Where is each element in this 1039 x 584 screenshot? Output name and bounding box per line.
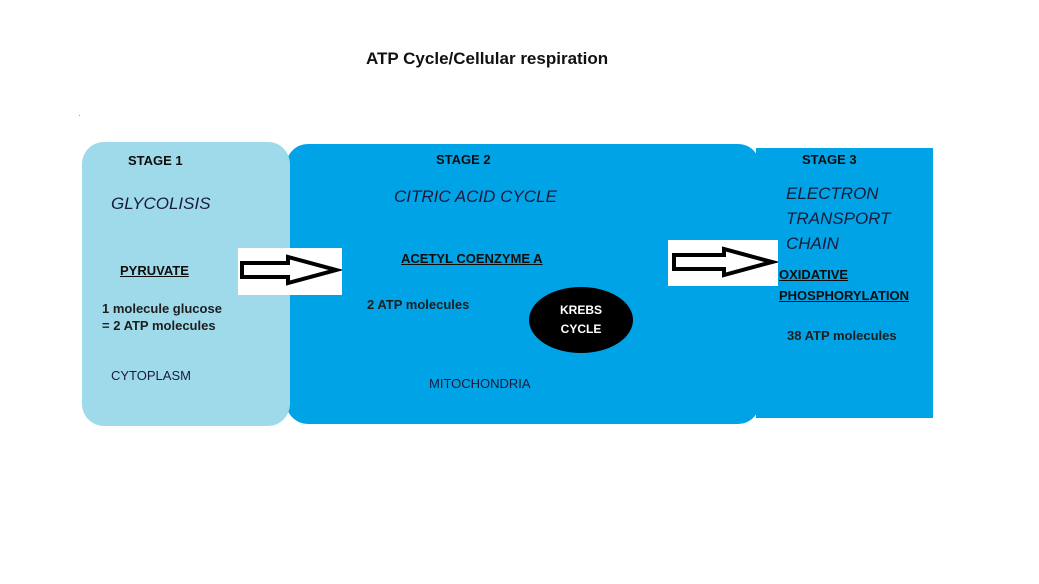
stage2-note: 2 ATP molecules <box>367 297 470 312</box>
stage3-label: STAGE 3 <box>802 152 857 167</box>
stage3-process-line1: ELECTRON <box>786 184 879 203</box>
stage1-product: PYRUVATE <box>120 263 189 278</box>
stage1-label: STAGE 1 <box>128 153 183 168</box>
stage2-location: MITOCHONDRIA <box>429 376 531 391</box>
stage1-process: GLYCOLISIS <box>111 194 211 213</box>
arrow-stage2-to-stage3 <box>668 240 780 286</box>
right-arrow-icon <box>672 246 780 278</box>
stage3-note: 38 ATP molecules <box>787 328 897 343</box>
stage2-product: ACETYL COENZYME A <box>401 251 543 266</box>
right-arrow-icon <box>240 254 344 286</box>
krebs-line2: CYCLE <box>560 322 602 336</box>
stage3-box <box>756 148 933 418</box>
stage3-process: ELECTRON TRANSPORT CHAIN <box>786 181 891 256</box>
stage3-process-line3: CHAIN <box>786 234 839 253</box>
stage1-note-line1: 1 molecule glucose <box>102 301 222 316</box>
krebs-line1: KREBS <box>559 303 602 317</box>
stage3-product-line1: OXIDATIVE <box>779 267 849 282</box>
stage3-process-line2: TRANSPORT <box>786 209 891 228</box>
stage1-note-line2: = 2 ATP molecules <box>102 318 216 333</box>
stray-dot <box>79 115 80 116</box>
stage1-note: 1 molecule glucose = 2 ATP molecules <box>102 300 222 334</box>
stage1-location: CYTOPLASM <box>111 368 191 383</box>
stage3-product-line2: PHOSPHORYLATION <box>779 288 910 303</box>
diagram-title: ATP Cycle/Cellular respiration <box>366 49 609 68</box>
stage2-process: CITRIC ACID CYCLE <box>394 187 557 206</box>
stage2-label: STAGE 2 <box>436 152 491 167</box>
stage3-product: OXIDATIVE PHOSPHORYLATION <box>779 264 909 306</box>
krebs-cycle-ellipse: KREBS CYCLE <box>529 287 633 353</box>
arrow-stage1-to-stage2 <box>238 248 344 295</box>
